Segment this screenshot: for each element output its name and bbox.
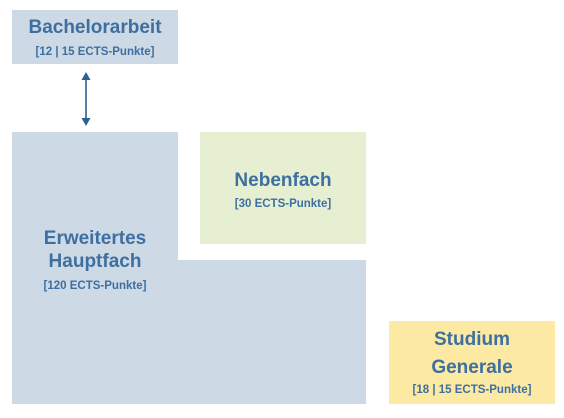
hauptfach-credits: [120 ECTS-Punkte] [43,279,147,292]
arrow-head-down [81,118,91,126]
bachelorarbeit-credits: [12 | 15 ECTS-Punkte] [35,46,155,58]
nebenfach-credits: [30 ECTS-Punkte] [234,198,332,210]
arrow-head-up [81,72,91,80]
studium-generale-block: Studium Generale [18 | 15 ECTS-Punkte] [389,321,555,404]
studium-generale-title-line1: Studium [434,329,510,350]
hauptfach-label: Erweitertes Hauptfach [120 ECTS-Punkte] [12,228,178,292]
nebenfach-block: Nebenfach [30 ECTS-Punkte] [200,132,366,244]
bachelorarbeit-block: Bachelorarbeit [12 | 15 ECTS-Punkte] [12,10,178,64]
nebenfach-title: Nebenfach [234,170,332,191]
studium-generale-title-line2: Generale [431,357,513,378]
hauptfach-title-line2: Hauptfach [48,250,142,272]
studium-generale-title: Studium Generale [389,326,555,382]
double-arrow-connector [81,72,91,126]
bachelorarbeit-title: Bachelorarbeit [28,17,162,38]
hauptfach-title-line1: Erweitertes [43,228,147,249]
studium-generale-credits: [18 | 15 ECTS-Punkte] [412,384,532,396]
